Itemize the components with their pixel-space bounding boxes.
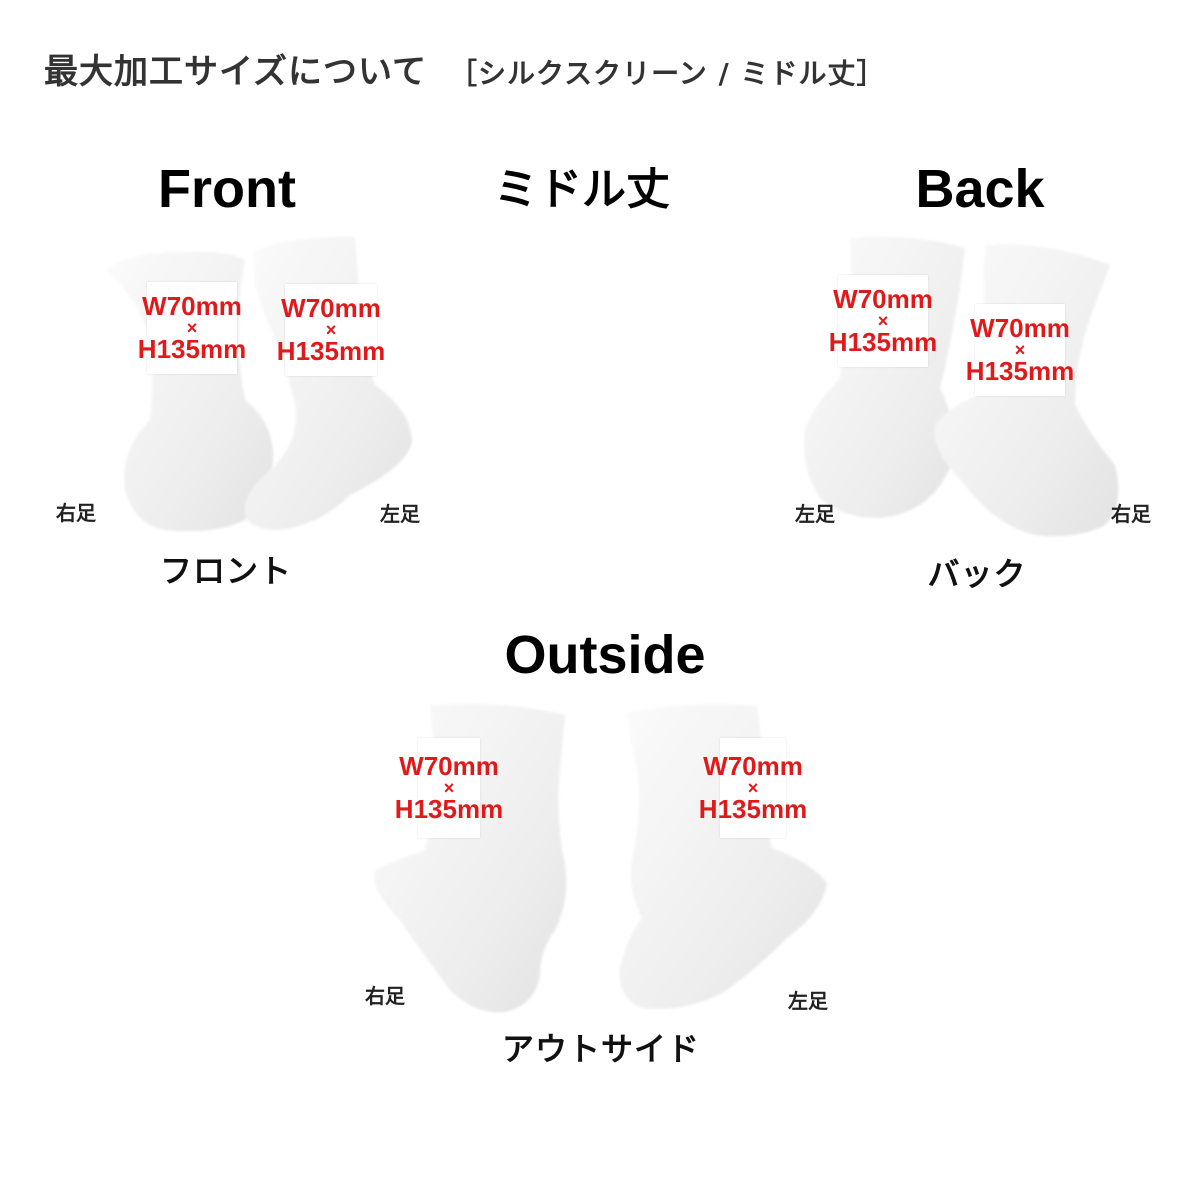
print-height-label: H135mm	[276, 336, 386, 367]
print-height-label: H135mm	[828, 327, 938, 358]
front-left-foot-label: 左足	[380, 502, 420, 526]
print-height-label: H135mm	[137, 334, 247, 365]
print-width-label: W70mm	[399, 750, 499, 781]
print-times-symbol: ×	[325, 319, 337, 340]
front-right-foot-label: 右足	[56, 501, 96, 525]
page-header: 最大加工サイズについて ［シルクスクリーン / ミドル丈］	[44, 44, 885, 93]
outside-left-foot-sock-image	[612, 698, 837, 1018]
front-left-foot-sock-image	[240, 225, 430, 545]
print-times-symbol: ×	[443, 777, 455, 798]
outside-right-foot-label: 右足	[365, 984, 405, 1008]
front-caption: フロント	[159, 552, 293, 590]
page-title: 最大加工サイズについて	[44, 52, 427, 92]
outside-caption: アウトサイド	[501, 1030, 701, 1068]
print-times-symbol: ×	[877, 310, 889, 331]
outside-left-print-area: W70mm × H135mm	[699, 738, 807, 838]
back-caption: バック	[927, 555, 1027, 593]
outside-left-foot-label: 左足	[788, 989, 828, 1013]
print-width-label: W70mm	[142, 290, 242, 321]
print-times-symbol: ×	[1014, 339, 1026, 360]
print-times-symbol: ×	[747, 777, 759, 798]
print-width-label: W70mm	[703, 750, 803, 781]
print-height-label: H135mm	[965, 356, 1075, 387]
back-view-title: Back	[915, 159, 1045, 219]
print-width-label: W70mm	[970, 312, 1070, 343]
front-left-print-area: W70mm × H135mm	[277, 284, 385, 376]
outside-right-print-area: W70mm × H135mm	[395, 738, 503, 838]
page-subtitle: ［シルクスクリーン / ミドル丈］	[448, 57, 886, 90]
back-right-foot-label: 右足	[1111, 502, 1151, 526]
back-left-foot-label: 左足	[795, 502, 835, 526]
print-height-label: H135mm	[698, 794, 808, 825]
front-right-print-area: W70mm × H135mm	[138, 282, 246, 374]
print-times-symbol: ×	[186, 317, 198, 338]
front-view-title: Front	[158, 159, 296, 219]
outside-right-foot-sock-image	[365, 700, 575, 1020]
back-right-print-area: W70mm × H135mm	[966, 304, 1074, 396]
back-left-print-area: W70mm × H135mm	[829, 275, 937, 367]
print-height-label: H135mm	[394, 794, 504, 825]
print-width-label: W70mm	[281, 292, 381, 323]
print-width-label: W70mm	[833, 283, 933, 314]
length-type-title: ミドル丈	[494, 164, 670, 215]
outside-view-title: Outside	[504, 625, 706, 685]
